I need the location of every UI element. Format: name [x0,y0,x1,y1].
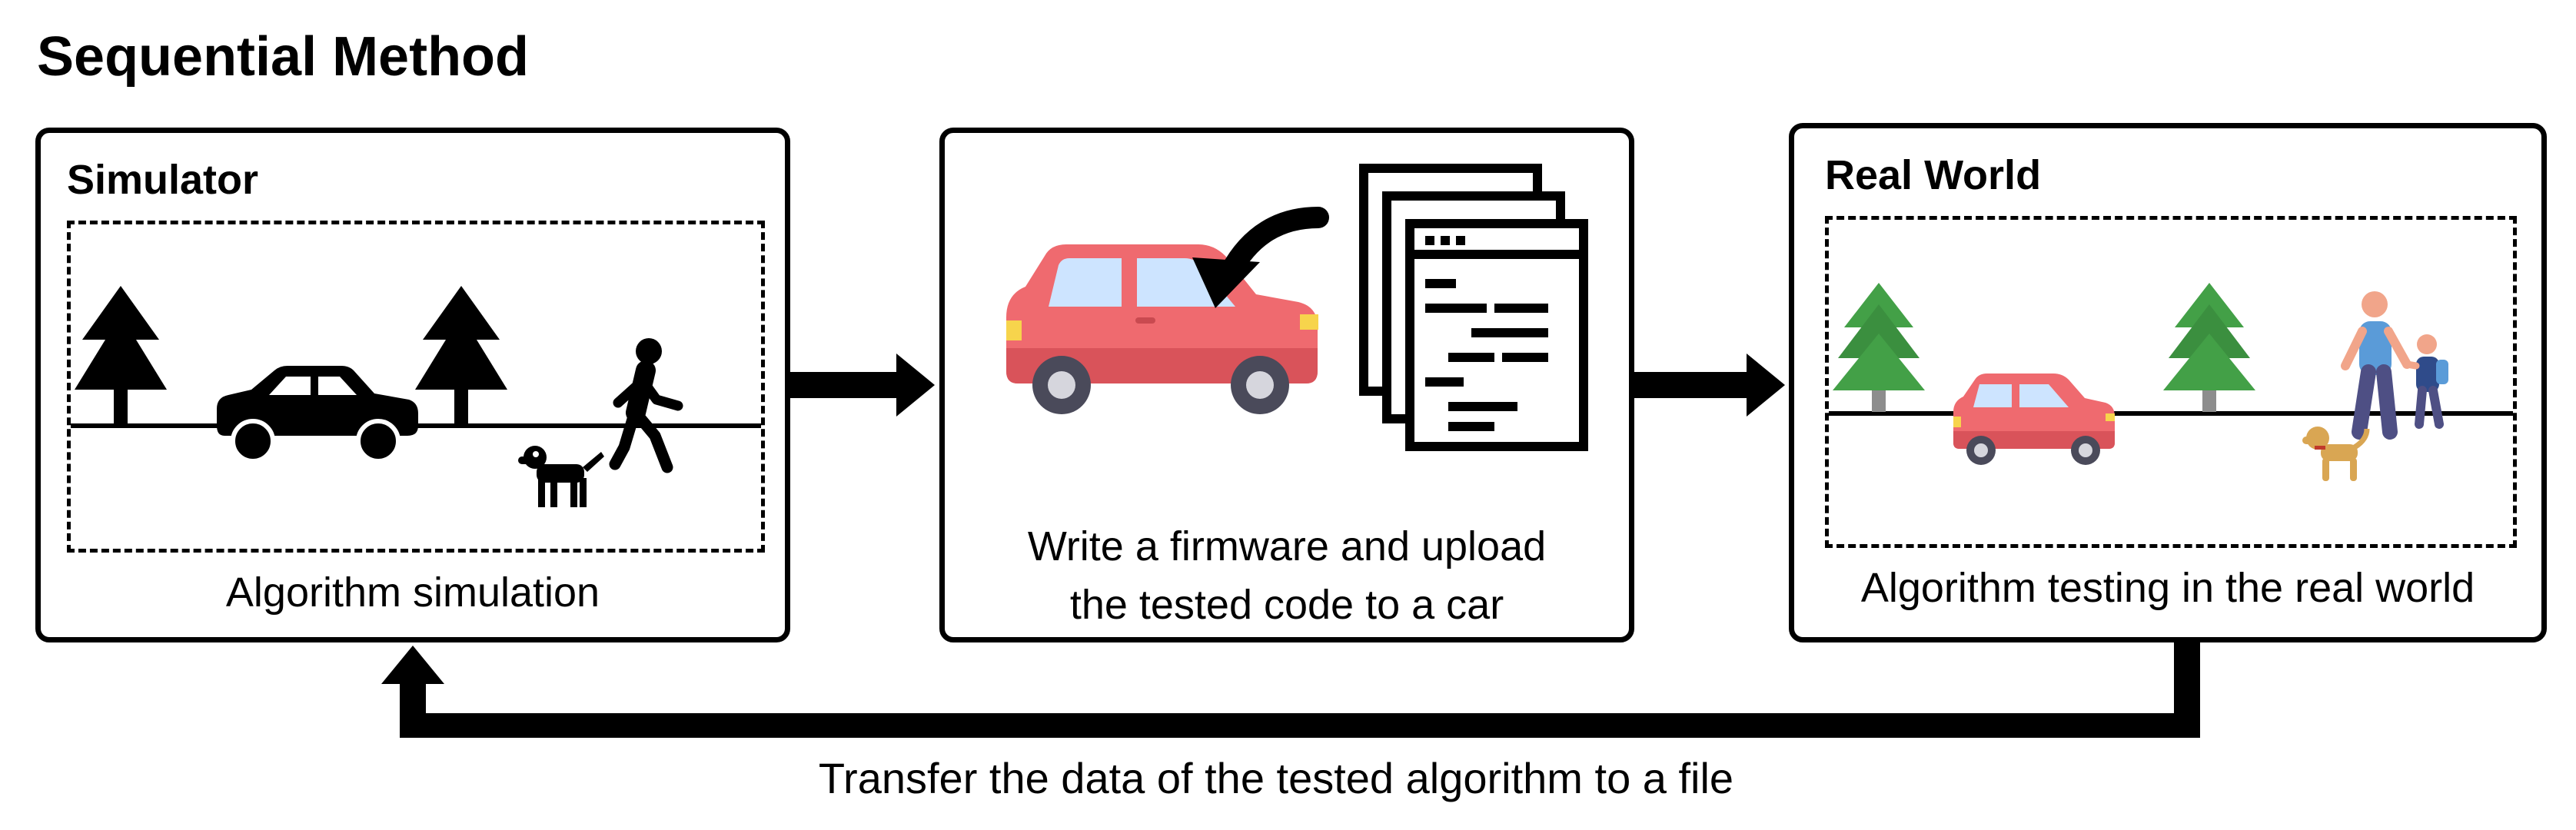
firmware-panel: Write a firmware and upload the tested c… [939,128,1634,642]
arrow-firmware-to-real-world [1634,354,1785,417]
real-world-scene [1825,216,2517,548]
real-world-panel: Real World [1789,123,2547,642]
car-icon [1953,374,2115,465]
simulator-scene [67,221,765,553]
tree-icon [75,286,167,426]
feedback-caption: Transfer the data of the tested algorith… [818,754,1734,802]
code-lines [1425,236,1548,431]
firmware-caption-line2: the tested code to a car [1069,582,1504,628]
simulator-scene-graphics [71,286,761,507]
arrow-simulator-to-firmware [790,354,935,417]
dog-icon [2302,427,2370,481]
pedestrian-icon [609,338,683,473]
curved-arrow-icon [1192,207,1329,308]
diagram-title: Sequential Method [37,26,530,88]
car-icon [217,366,418,463]
real-world-scene-graphics [1829,283,2513,481]
feedback-arrow [381,642,2200,738]
simulator-label: Simulator [67,157,259,203]
tree-icon [2163,283,2255,412]
adult-and-child-icon [2341,291,2448,440]
real-world-caption: Algorithm testing in the real world [1860,565,2475,611]
tree-icon [1833,283,1925,412]
tree-icon [415,286,507,426]
simulator-panel: Simulator [35,128,790,642]
real-world-label: Real World [1825,152,2042,198]
firmware-graphics [1006,164,1588,451]
firmware-caption-line1: Write a firmware and upload [1027,523,1547,569]
dog-icon [518,446,604,507]
simulator-caption: Algorithm simulation [225,569,600,616]
